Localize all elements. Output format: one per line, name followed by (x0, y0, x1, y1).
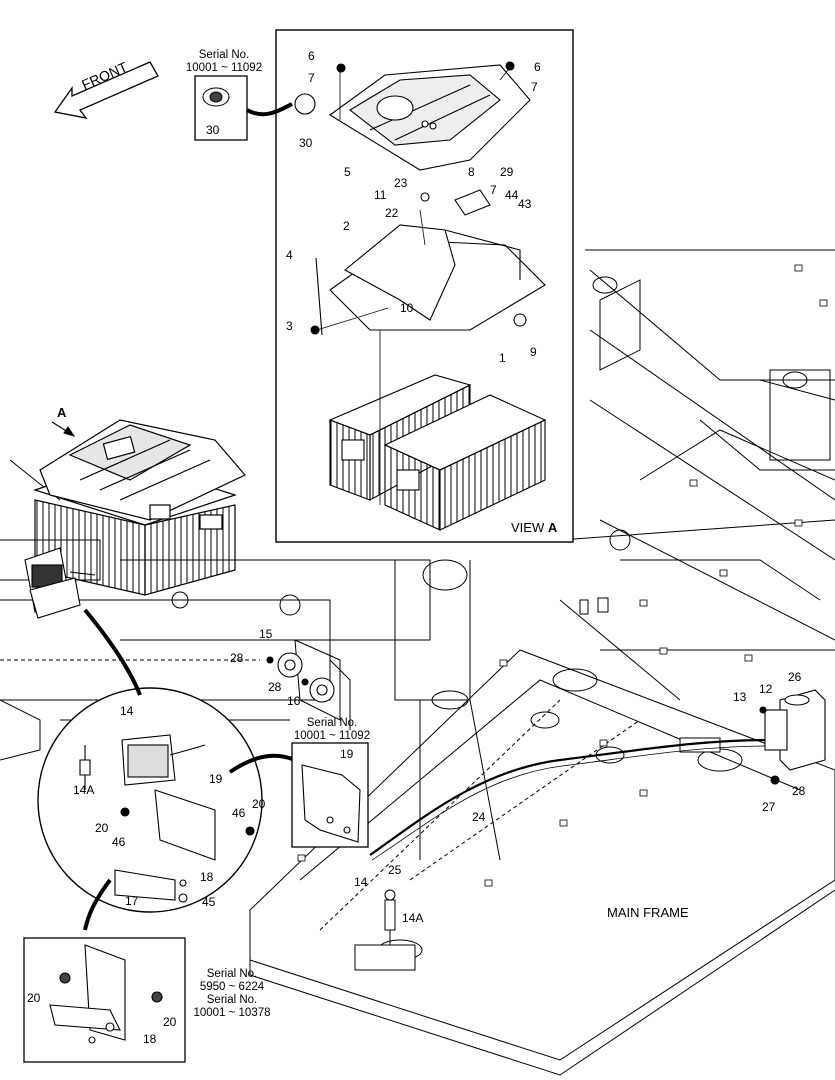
serial-bottom-line3: Serial No. (206, 994, 258, 1006)
serial-top-left-line1: Serial No. (198, 49, 250, 61)
callout-12: 12 (759, 682, 773, 696)
bracket-19-detail (301, 764, 361, 843)
callout-18b: 18 (143, 1032, 157, 1046)
callout-15: 15 (259, 627, 273, 641)
serial-mid-line1: Serial No. (306, 717, 358, 729)
callout-46a: 46 (112, 835, 126, 849)
horn-assembly (266, 652, 335, 703)
callout-43: 43 (518, 197, 532, 211)
view-a-marker: A (57, 405, 67, 420)
callout-9: 9 (530, 345, 537, 359)
view-a-title-letter: A (547, 520, 558, 535)
lamp-detail (79, 734, 255, 903)
view-a-title: VIEW A (511, 521, 557, 534)
callout-26: 26 (788, 670, 802, 684)
callout-6b: 6 (534, 60, 541, 74)
serial-bottom-line2: 5950 ~ 6224 (199, 981, 265, 993)
callout-8: 8 (468, 165, 475, 179)
callout-23: 23 (394, 176, 408, 190)
callout-28b: 28 (268, 680, 282, 694)
main-frame-label: MAIN FRAME (607, 905, 689, 920)
callout-13: 13 (733, 690, 747, 704)
callout-20c: 20 (27, 991, 41, 1005)
callout-25: 25 (388, 863, 402, 877)
serial-top-left: Serial No. 10001 ~ 11092 (178, 49, 270, 75)
serial-mid: Serial No. 10001 ~ 11092 (286, 717, 378, 743)
callout-14a-b: 14A (402, 911, 424, 925)
serial-inset-box-30 (194, 75, 248, 141)
callout-30b: 30 (206, 123, 220, 137)
bracket-bottom-detail (49, 944, 163, 1044)
callout-20b: 20 (252, 797, 266, 811)
serial-bottom: Serial No. 5950 ~ 6224 Serial No. 10001 … (186, 968, 278, 1020)
callout-7a: 7 (308, 71, 315, 85)
washer-tank (759, 689, 826, 785)
callout-7b: 7 (531, 80, 538, 94)
serial-bottom-line1: Serial No. (206, 968, 258, 980)
work-lamp-left (24, 547, 96, 619)
callout-6a: 6 (308, 49, 315, 63)
socket-30-icon (202, 87, 230, 107)
callout-45: 45 (202, 895, 216, 909)
callout-16: 16 (287, 694, 301, 708)
callout-30a: 30 (299, 136, 313, 150)
view-a-arrow-icon (51, 421, 76, 437)
callout-28c: 28 (792, 784, 806, 798)
callout-29: 29 (500, 165, 514, 179)
serial-bottom-line4: 10001 ~ 10378 (193, 1007, 271, 1019)
callout-11: 11 (374, 188, 387, 202)
inset-30-pointer (246, 102, 293, 117)
callout-14: 14 (120, 704, 134, 718)
main-frame-structure (0, 249, 835, 1076)
callout-28a: 28 (230, 651, 244, 665)
frame-bolt-dots (297, 264, 828, 887)
battery-assembly-overview (33, 419, 246, 596)
callout-19a: 19 (209, 772, 223, 786)
view-a-title-text: VIEW (511, 520, 545, 535)
callout-27: 27 (762, 800, 776, 814)
callout-14b: 14 (354, 875, 368, 889)
callout-2: 2 (343, 219, 350, 233)
callout-19b: 19 (340, 747, 354, 761)
callout-3: 3 (286, 319, 293, 333)
callout-18a: 18 (200, 870, 214, 884)
detail-circle-pointer (83, 608, 142, 696)
detail-circle-to-mid-pointer (228, 753, 296, 774)
view-a-exploded (294, 61, 547, 531)
front-arrow-icon (53, 61, 159, 119)
callout-20a: 20 (95, 821, 109, 835)
callout-20d: 20 (163, 1015, 177, 1029)
callout-4: 4 (286, 248, 293, 262)
callout-10: 10 (400, 301, 414, 315)
callout-46b: 46 (232, 806, 246, 820)
serial-mid-line2: 10001 ~ 11092 (293, 730, 371, 742)
callout-44: 44 (505, 188, 519, 202)
callout-7c: 7 (490, 183, 497, 197)
callout-14a: 14A (73, 783, 95, 797)
callout-1: 1 (499, 351, 506, 365)
lamp-bulb-bottom (384, 889, 396, 945)
detail-circle-to-bottom-pointer (83, 878, 112, 931)
callout-22: 22 (385, 206, 399, 220)
callout-5: 5 (344, 165, 351, 179)
callout-17: 17 (125, 894, 139, 908)
callout-24: 24 (472, 810, 486, 824)
serial-top-left-line2: 10001 ~ 11092 (185, 62, 263, 74)
